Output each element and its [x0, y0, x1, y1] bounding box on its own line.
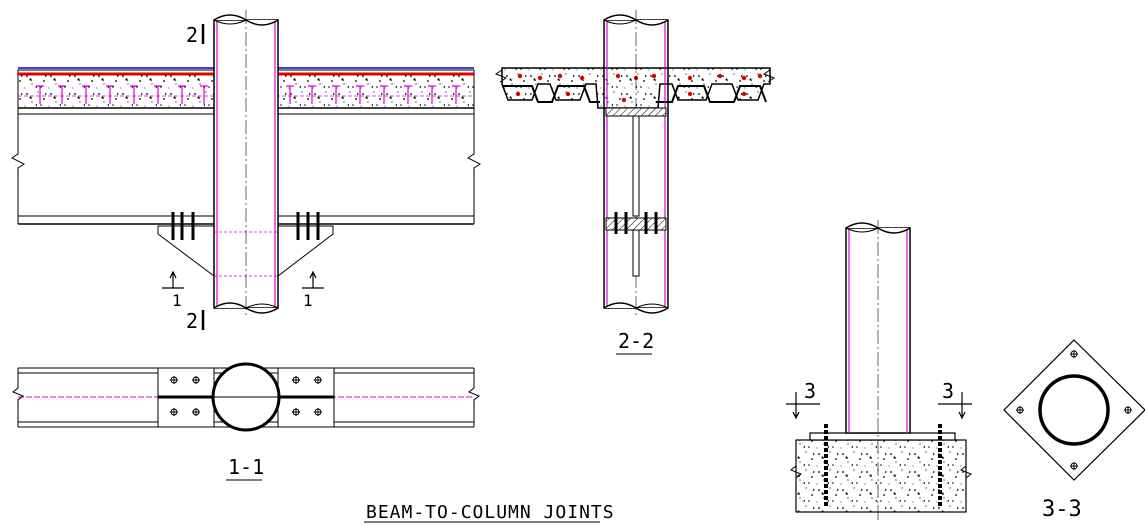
cut-mark-1-left: 1: [172, 291, 182, 310]
base-plate: [809, 432, 956, 441]
drawing-title: BEAM-TO-COLUMN JOINTS: [366, 502, 615, 523]
section-3-3-label: 3-3: [1042, 497, 1082, 522]
elevation-view: 2 2 1 1: [11, 10, 481, 333]
section-1-1-label: 1-1: [228, 455, 264, 479]
cut-mark-1-right: 1: [303, 291, 313, 310]
section-1-1-view: 1-1: [12, 362, 480, 481]
shear-plate-top: [605, 107, 667, 117]
section-2-2-view: 2-2: [494, 10, 776, 355]
column-circle-3-3: [1038, 374, 1110, 446]
section-3-3-view: 3-3: [1003, 339, 1145, 522]
column-base-view: 3 3: [786, 220, 972, 522]
rebar-dots: [515, 73, 763, 103]
section-2-2-label: 2-2: [618, 329, 654, 353]
plan-bolts: [170, 376, 322, 416]
shear-studs: [36, 85, 460, 104]
base-plate-diamond: [1003, 339, 1145, 481]
cut-mark-2-top: 2: [186, 23, 198, 47]
bracket-bolts: [171, 212, 320, 240]
anchor-bolts: [824, 424, 942, 508]
break-line-right: [467, 108, 481, 224]
break-line-left: [11, 108, 25, 224]
cut-mark-3-left: 3: [804, 379, 816, 403]
cut-mark-2-bottom: 2: [186, 309, 198, 333]
cut-mark-3-right: 3: [942, 379, 954, 403]
